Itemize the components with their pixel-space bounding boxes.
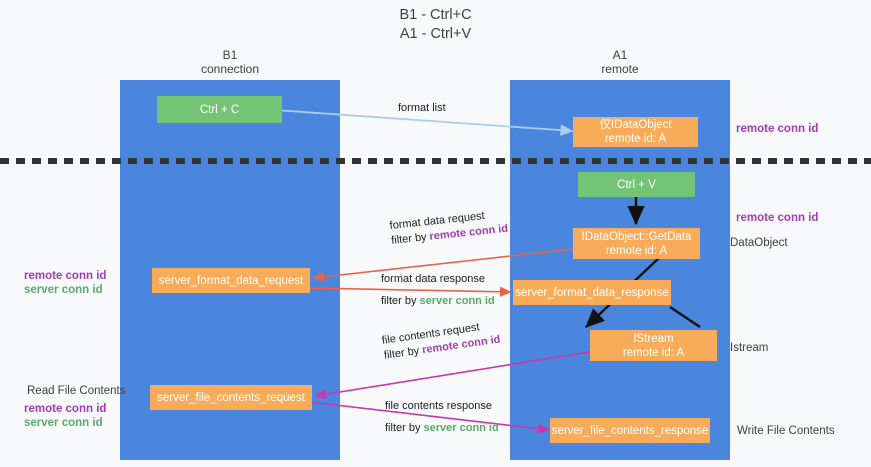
annotation-left-remote-conn-id-mid: remote conn id bbox=[24, 270, 107, 282]
edge-label-file-contents-response-filter: filter by server conn id bbox=[385, 421, 499, 436]
node-idataobject-remote[interactable]: 仅IDataObject remote id: A bbox=[573, 117, 698, 147]
column-header-b1: B1 connection bbox=[120, 48, 340, 76]
annotation-remote-conn-id-top: remote conn id bbox=[736, 123, 819, 135]
column-header-b1-name: B1 bbox=[222, 48, 238, 62]
filter-prefix: filter by bbox=[381, 295, 420, 307]
annotation-remote-conn-id-mid: remote conn id bbox=[736, 212, 819, 224]
filter-key: server conn id bbox=[419, 295, 495, 307]
annotation-left-remote-conn-id-bottom: remote conn id bbox=[24, 403, 107, 415]
edge-label-file-contents-response-main: file contents response bbox=[385, 400, 493, 412]
title-line-1: B1 - Ctrl+C bbox=[399, 7, 472, 23]
edge-label-format-data-response: format data response filter by server co… bbox=[381, 272, 495, 309]
title-line-2: A1 - Ctrl+V bbox=[399, 26, 472, 42]
annotation-left-server-conn-id-bottom: server conn id bbox=[24, 417, 103, 429]
filter-prefix: filter by bbox=[383, 344, 424, 362]
column-header-b1-sub: connection bbox=[200, 62, 260, 76]
edge-label-format-list: format list bbox=[398, 102, 446, 114]
node-ctrl-v[interactable]: Ctrl + V bbox=[578, 172, 695, 197]
annotation-dataobject: DataObject bbox=[730, 237, 788, 249]
edge-label-file-contents-response: file contents response filter by server … bbox=[385, 399, 499, 436]
column-header-a1-sub: remote bbox=[601, 62, 639, 76]
filter-prefix: filter by bbox=[385, 422, 424, 434]
edge-label-file-contents-request: file contents request filter by remote c… bbox=[381, 318, 501, 364]
node-istream-line1: IStream bbox=[633, 332, 674, 345]
filter-key: server conn id bbox=[423, 422, 499, 434]
edge-label-format-data-response-main: format data response bbox=[381, 273, 485, 285]
annotation-write-file-contents: Write File Contents bbox=[737, 425, 835, 437]
edge-label-format-data-response-filter: filter by server conn id bbox=[381, 294, 495, 309]
node-istream-line2: remote id: A bbox=[622, 346, 685, 359]
node-ctrl-c[interactable]: Ctrl + C bbox=[157, 96, 282, 123]
column-header-a1: A1 remote bbox=[510, 48, 730, 76]
node-idataobject-getdata[interactable]: IDataObject::GetData remote id: A bbox=[573, 228, 700, 259]
node-server-format-data-response[interactable]: server_format_data_response bbox=[513, 280, 671, 305]
node-server-file-contents-response[interactable]: server_file_contents_response bbox=[550, 418, 710, 443]
annotation-read-file-contents: Read File Contents bbox=[27, 385, 126, 397]
edge-label-format-data-request: format data request filter by remote con… bbox=[389, 207, 509, 249]
node-istream[interactable]: IStream remote id: A bbox=[590, 330, 717, 361]
node-server-file-contents-request[interactable]: server_file_contents_request bbox=[150, 385, 312, 410]
column-header-a1-name: A1 bbox=[612, 48, 628, 62]
node-idataobject-remote-line1: 仅IDataObject bbox=[599, 119, 672, 131]
annotation-istream: Istream bbox=[730, 342, 769, 354]
annotation-left-server-conn-id-mid: server conn id bbox=[24, 284, 103, 296]
node-idataobject-remote-line2: remote id: A bbox=[604, 133, 667, 145]
filter-prefix: filter by bbox=[390, 230, 431, 247]
node-idataobject-getdata-line1: IDataObject::GetData bbox=[581, 230, 692, 243]
node-idataobject-getdata-line2: remote id: A bbox=[605, 244, 668, 257]
node-server-format-data-request[interactable]: server_format_data_request bbox=[152, 268, 310, 293]
diagram-title: B1 - Ctrl+C A1 - Ctrl+V bbox=[0, 6, 871, 44]
